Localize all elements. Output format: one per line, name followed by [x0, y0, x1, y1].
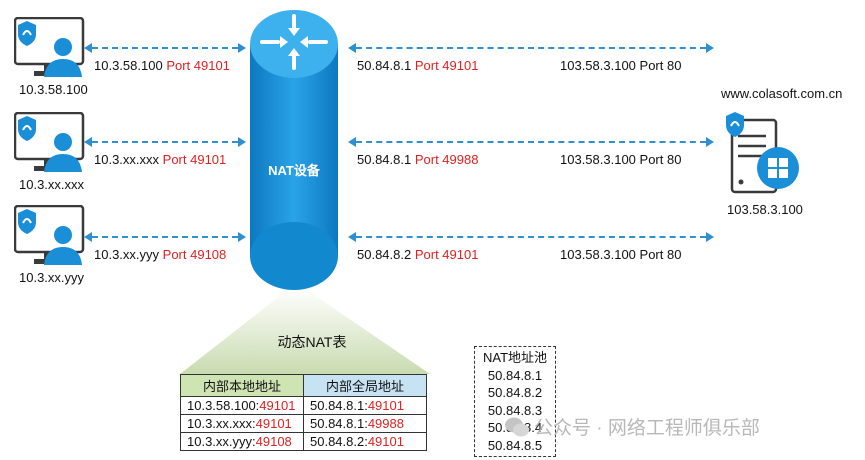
table-row: 10.3.xx.yyy:49108 50.84.8.2:49101 — [180, 432, 427, 451]
nat-table-header-local: 内部本地地址 — [180, 374, 304, 397]
lan-link-1-ip: 10.3.58.100 — [94, 58, 163, 73]
watermark: 公众号 · 网络工程师俱乐部 — [504, 413, 760, 440]
nat-pool-title: NAT地址池 — [483, 350, 548, 365]
lan-link-3-port: Port 49108 — [162, 247, 227, 262]
nat-pool-address: 50.84.8.1 — [487, 367, 543, 383]
global-port: 49988 — [367, 416, 404, 431]
wan-link-3-src-ip: 50.84.8.2 — [357, 247, 412, 262]
host-1-ip: 10.3.58.100 — [19, 82, 88, 97]
local-port: 49101 — [255, 416, 292, 431]
lan-link-2-port: Port 49101 — [162, 152, 227, 167]
lan-link-1-label: 10.3.58.100 Port 49101 — [94, 58, 230, 73]
lan-link-3 — [84, 232, 246, 242]
local-ip: 10.3.xx.yyy: — [187, 434, 256, 449]
nat-router-cylinder-icon — [250, 10, 338, 290]
wan-link-3-dst: 103.58.3.100 Port 80 — [560, 247, 682, 262]
lan-link-3-label: 10.3.xx.yyy Port 49108 — [94, 247, 226, 262]
lan-link-1 — [84, 43, 246, 53]
global-ip: 50.84.8.2: — [310, 434, 368, 449]
host-3-ip: 10.3.xx.yyy — [19, 270, 85, 285]
wan-link-2 — [348, 137, 714, 147]
local-ip: 10.3.58.100: — [187, 398, 260, 413]
nat-table-title: 动态NAT表 — [277, 334, 347, 350]
lan-link-1-port: Port 49101 — [166, 58, 230, 73]
web-server-icon — [726, 112, 799, 194]
lan-link-3-ip: 10.3.xx.yyy — [94, 247, 160, 262]
nat-table-global-cell: 50.84.8.1:49988 — [303, 414, 427, 433]
nat-table-local-cell: 10.3.xx.yyy:49108 — [180, 432, 304, 451]
host-2-ip: 10.3.xx.xxx — [19, 177, 85, 192]
nat-pool-address: 50.84.8.3 — [487, 402, 543, 418]
server-ip: 103.58.3.100 — [727, 202, 803, 217]
global-port: 49101 — [367, 398, 404, 413]
lan-link-2-ip: 10.3.xx.xxx — [94, 152, 160, 167]
lan-link-2-label: 10.3.xx.xxx Port 49101 — [94, 152, 226, 167]
watermark-text: 公众号 · 网络工程师俱乐部 — [534, 418, 760, 439]
wan-link-1-src: 50.84.8.1 Port 49101 — [357, 58, 478, 73]
table-row: 10.3.xx.xxx:49101 50.84.8.1:49988 — [180, 414, 427, 433]
host-computer-2-icon — [14, 112, 85, 172]
nat-table-global-cell: 50.84.8.2:49101 — [303, 432, 427, 451]
wan-link-2-dst: 103.58.3.100 Port 80 — [560, 152, 682, 167]
wan-link-2-src-ip: 50.84.8.1 — [357, 152, 412, 167]
local-port: 49108 — [255, 434, 292, 449]
nat-address-pool: NAT地址池 50.84.8.1 50.84.8.2 50.84.8.3 50.… — [474, 346, 557, 457]
nat-pool-address: 50.84.8.2 — [487, 385, 543, 400]
nat-pool-address: 50.84.8.5 — [487, 437, 543, 453]
wan-link-1-src-port: Port 49101 — [414, 58, 479, 73]
nat-table-local-cell: 10.3.xx.xxx:49101 — [180, 414, 304, 433]
nat-table-local-cell: 10.3.58.100:49101 — [180, 396, 304, 415]
global-port: 49101 — [367, 434, 404, 449]
wan-link-3-src-port: Port 49101 — [414, 247, 479, 262]
nat-device-label: NAT设备 — [268, 163, 320, 178]
wan-link-1-src-ip: 50.84.8.1 — [357, 58, 412, 73]
table-row: 10.3.58.100:49101 50.84.8.1:49101 — [180, 396, 427, 415]
wechat-logo-icon — [505, 417, 529, 436]
nat-table: 内部本地地址 内部全局地址 10.3.58.100:49101 50.84.8.… — [180, 374, 427, 451]
global-ip: 50.84.8.1: — [310, 416, 368, 431]
host-computer-1-icon — [14, 17, 85, 77]
wan-link-3 — [348, 232, 714, 242]
wan-link-2-src: 50.84.8.1 Port 49988 — [357, 152, 478, 167]
wan-link-2-src-port: Port 49988 — [414, 152, 479, 167]
server-domain: www.colasoft.com.cn — [721, 86, 843, 101]
local-port: 49101 — [259, 398, 296, 413]
wan-link-1 — [348, 43, 714, 53]
global-ip: 50.84.8.1: — [310, 398, 368, 413]
wan-link-3-src: 50.84.8.2 Port 49101 — [357, 247, 478, 262]
wan-link-1-dst: 103.58.3.100 Port 80 — [560, 58, 682, 73]
nat-table-header-global: 内部全局地址 — [303, 374, 427, 397]
nat-table-global-cell: 50.84.8.1:49101 — [303, 396, 427, 415]
local-ip: 10.3.xx.xxx: — [187, 416, 256, 431]
host-computer-3-icon — [14, 205, 85, 265]
lan-link-2 — [84, 137, 246, 147]
